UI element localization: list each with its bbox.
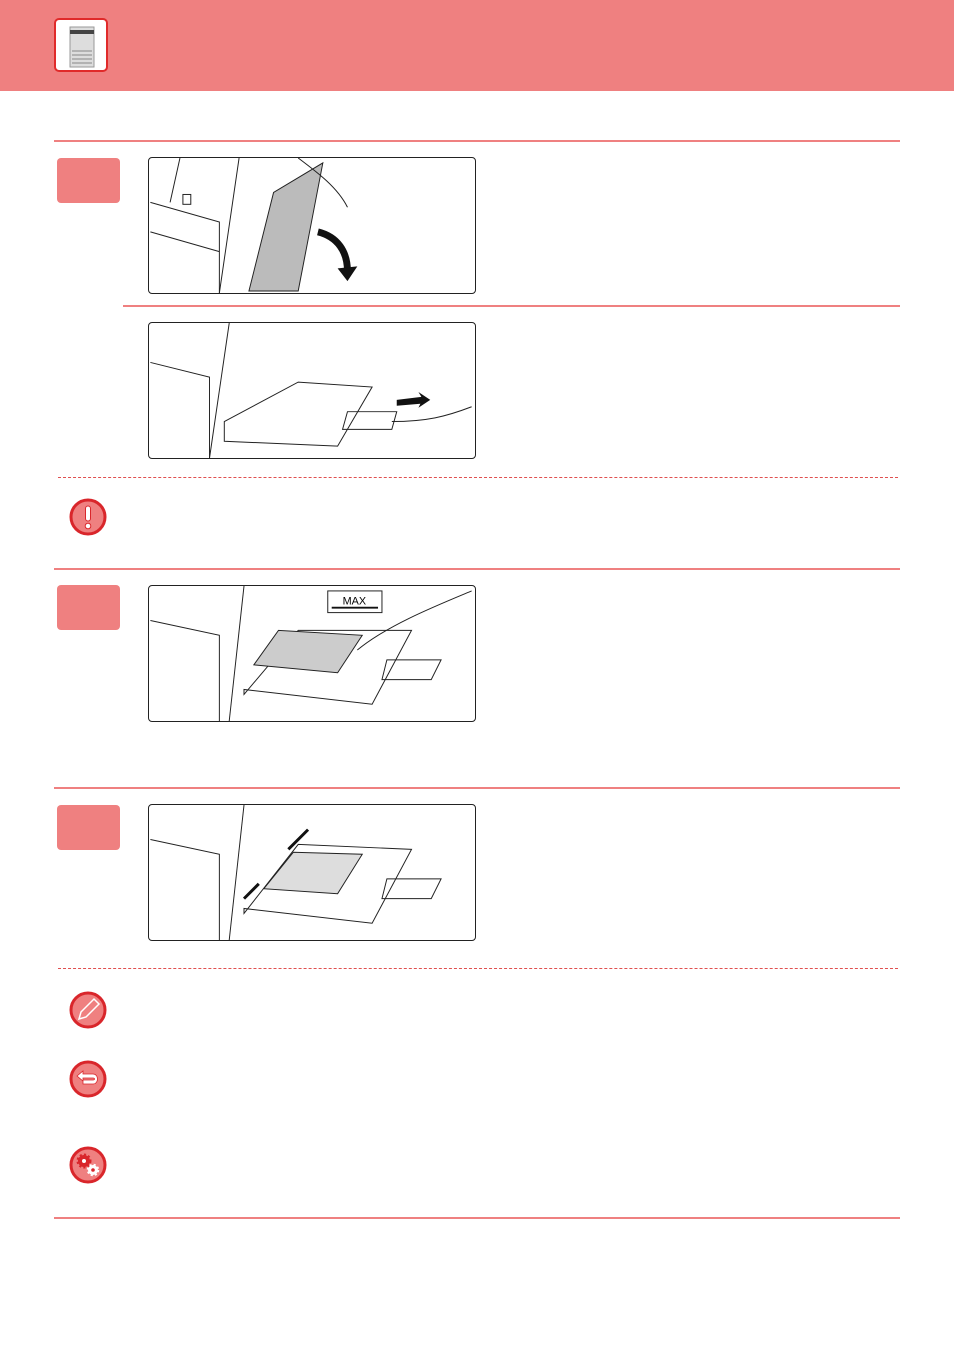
max-label: MAX [343, 596, 366, 608]
step-number-box-2 [57, 585, 120, 630]
dashed-divider [58, 477, 898, 478]
figure-adjust-guides [148, 804, 476, 941]
copier-icon [54, 18, 108, 72]
section-divider [54, 568, 900, 570]
figure-open-bypass-tray [148, 157, 476, 294]
settings-gears-icon [69, 1146, 107, 1184]
return-arrow-icon [69, 1060, 107, 1098]
caution-exclamation-icon [69, 498, 107, 536]
step-number-box-3 [57, 805, 120, 850]
page-header [0, 0, 954, 91]
figure-pull-out-extension [148, 322, 476, 459]
note-pencil-icon [69, 991, 107, 1029]
section-divider [54, 787, 900, 789]
section-divider [54, 140, 900, 142]
step-number-box-1 [57, 158, 120, 203]
section-divider [54, 1217, 900, 1219]
sub-step-divider [123, 305, 900, 307]
dashed-divider [58, 968, 898, 969]
figure-load-paper: MAX [148, 585, 476, 722]
